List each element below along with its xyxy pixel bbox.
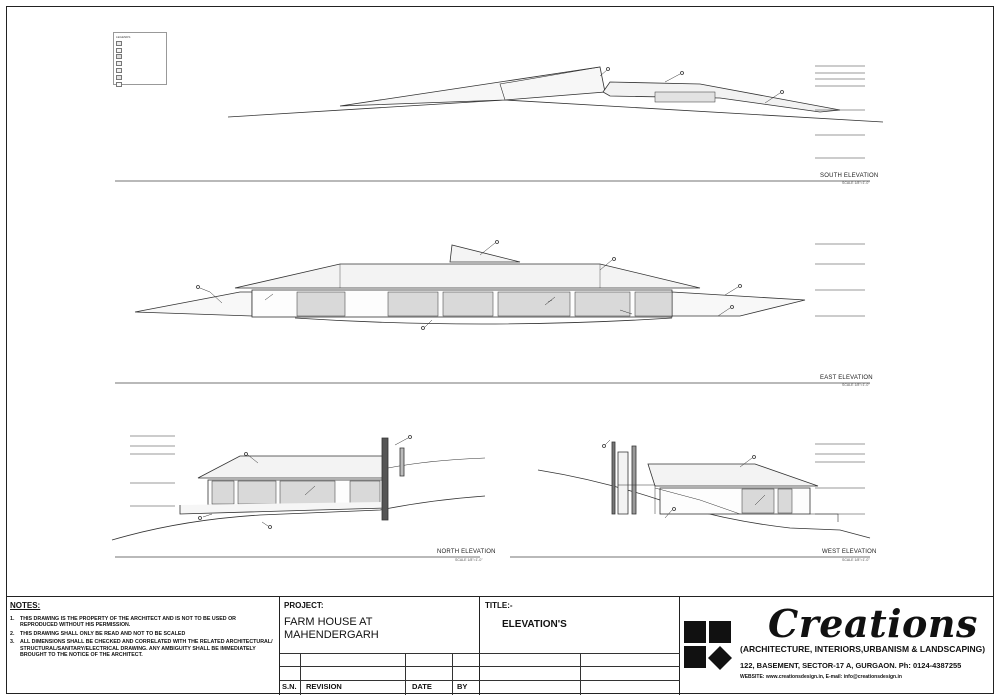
east-berm-right	[671, 291, 806, 317]
company-web: WEBSITE: www.creationsdesign.in, E-mail:…	[740, 674, 902, 680]
note-item: 2.THIS DRAWING SHALL ONLY BE READ AND NO…	[10, 630, 186, 637]
north-wall-fin	[381, 437, 389, 521]
legend-row	[116, 40, 166, 47]
west-roof	[647, 463, 819, 487]
west-level-markers	[815, 443, 865, 515]
west-elevation-drawing	[510, 439, 871, 558]
south-window	[654, 91, 716, 103]
company-tagline: (ARCHITECTURE, INTERIORS,URBANISM & LAND…	[740, 644, 986, 654]
legend-items	[114, 40, 166, 88]
project-name-line2: MAHENDERGARH	[284, 629, 379, 641]
east-berm-left	[134, 291, 253, 317]
project-heading: PROJECT:	[284, 601, 324, 610]
east-plinth-curve	[294, 317, 673, 325]
north-roof	[197, 455, 386, 479]
revision-revision-header: REVISION	[306, 682, 342, 691]
revision-date-header: DATE	[412, 682, 432, 691]
north-elevation-scale: SCALE 1/8"=1'-0"	[455, 558, 483, 562]
notes-panel: NOTES: 1.THIS DRAWING IS THE PROPERTY OF…	[6, 597, 280, 695]
west-wall-fin	[611, 441, 616, 515]
north-elevation-drawing	[111, 435, 486, 558]
revision-grid: S.N. REVISION DATE BY	[280, 653, 480, 695]
east-glazing	[296, 291, 673, 317]
legend-box: LEGENDS	[113, 32, 167, 88]
east-roof	[234, 263, 701, 289]
north-ground-line	[111, 495, 486, 541]
company-name: Creations	[768, 601, 978, 646]
company-address: 122, BASEMENT, SECTOR-17 A, GURGAON. Ph:…	[740, 661, 962, 670]
south-elevation-label: SOUTH ELEVATION	[820, 173, 879, 179]
legend-row	[116, 54, 166, 61]
project-panel: PROJECT: FARM HOUSE AT MAHENDERGARH S.N.…	[280, 597, 480, 695]
east-level-markers	[815, 243, 865, 317]
drawing-sheet-border	[6, 6, 994, 694]
south-level-markers	[815, 65, 865, 159]
legend-row	[116, 60, 166, 67]
legend-row	[116, 67, 166, 74]
title-block: NOTES: 1.THIS DRAWING IS THE PROPERTY OF…	[6, 596, 994, 695]
company-logo-icon	[684, 621, 732, 670]
west-elevation-label: WEST ELEVATION	[822, 549, 877, 555]
revision-sn-header: S.N.	[282, 682, 297, 691]
west-elevation-scale: SCALE 1/8"=1'-0"	[842, 558, 870, 562]
south-roof-right	[602, 81, 841, 113]
note-item: 1.THIS DRAWING IS THE PROPERTY OF THE AR…	[10, 616, 237, 629]
elevation-drawings	[111, 65, 884, 558]
east-elevation-scale: SCALE 1/8"=1'-0"	[842, 383, 870, 387]
title-value: ELEVATION'S	[502, 619, 567, 630]
east-elevation-label: EAST ELEVATION	[820, 375, 873, 381]
project-name-line1: FARM HOUSE AT	[284, 616, 373, 628]
legend-row	[116, 47, 166, 54]
south-elevation-scale: SCALE 1/8"=1'-0"	[842, 181, 870, 185]
title-panel: TITLE:- ELEVATION'S	[480, 597, 680, 695]
legend-row	[116, 74, 166, 81]
notes-heading: NOTES:	[10, 601, 41, 610]
north-level-markers	[130, 435, 175, 507]
north-elevation-label: NORTH ELEVATION	[437, 549, 496, 555]
note-item: 3.ALL DIMENSIONS SHALL BE CHECKED AND CO…	[10, 639, 273, 659]
title-grid	[480, 653, 680, 695]
legend-title: LEGENDS	[116, 35, 131, 39]
south-elevation-drawing	[115, 65, 884, 182]
title-heading: TITLE:-	[485, 601, 513, 610]
legend-row	[116, 81, 166, 88]
revision-by-header: BY	[457, 682, 468, 691]
east-elevation-drawing	[115, 240, 870, 384]
company-panel: Creations (ARCHITECTURE, INTERIORS,URBAN…	[680, 597, 994, 695]
